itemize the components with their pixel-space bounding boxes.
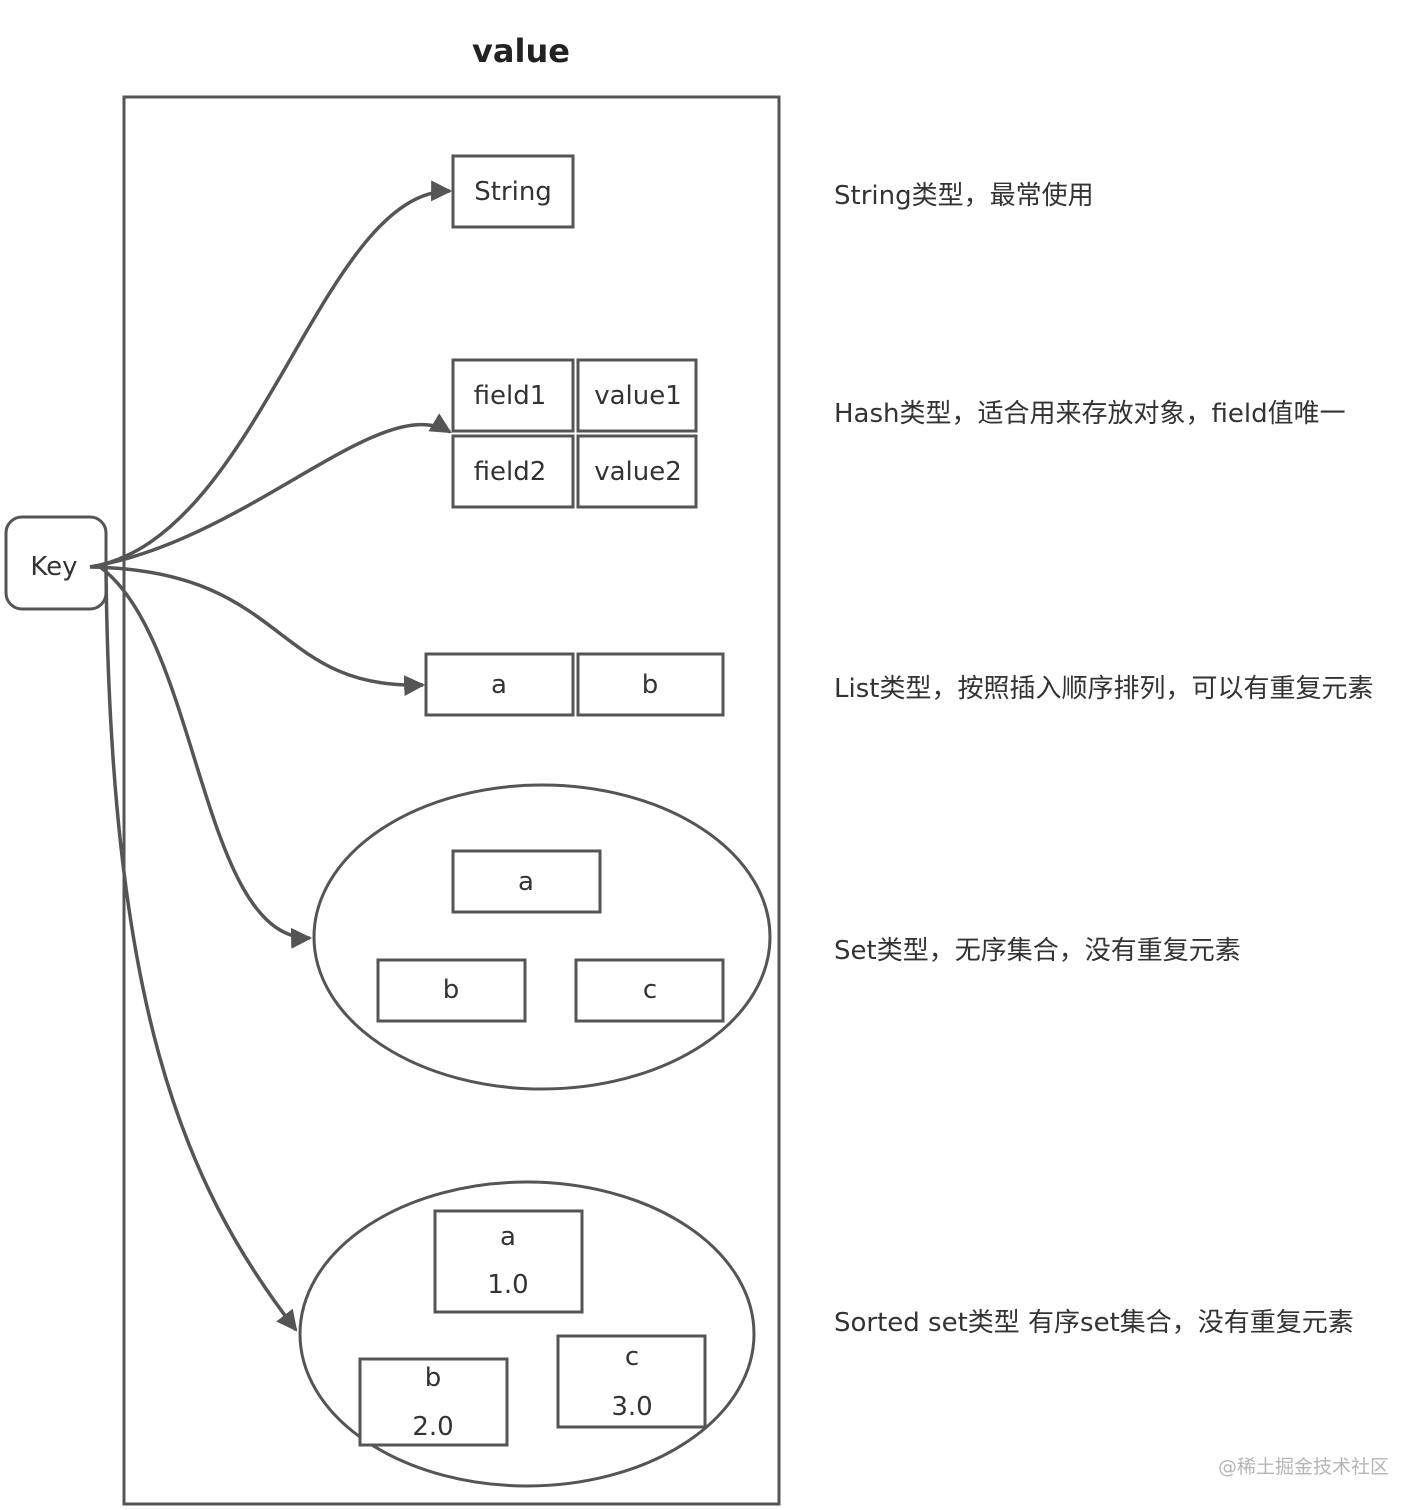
zset-member-cell bbox=[358, 1357, 509, 1447]
set-member-cell bbox=[451, 849, 602, 914]
zset-member-label: c bbox=[625, 1342, 639, 1372]
set-member-label: a bbox=[518, 867, 534, 897]
hash-value-cell bbox=[576, 434, 698, 509]
zset-member-label: a bbox=[500, 1222, 516, 1252]
zset-member-cell bbox=[556, 1334, 707, 1429]
hash-value-label: value2 bbox=[594, 457, 682, 487]
arrow-to-zset bbox=[104, 566, 298, 1332]
zset-member-label: b bbox=[425, 1363, 442, 1393]
list-item-label: a bbox=[491, 670, 507, 700]
set-member-label: b bbox=[443, 975, 460, 1005]
hash-field-cell bbox=[451, 358, 575, 433]
set-member-cell bbox=[574, 958, 725, 1023]
list-item-label: b bbox=[642, 670, 659, 700]
hash-field-label: field2 bbox=[474, 457, 547, 487]
string-cell-label: String bbox=[474, 177, 552, 207]
hash-field-label: field1 bbox=[474, 381, 547, 411]
arrow-to-set bbox=[98, 565, 313, 949]
hash-value-label: value1 bbox=[594, 381, 682, 411]
watermark: @稀土掘金技术社区 bbox=[1218, 1456, 1390, 1478]
arrow-to-list bbox=[89, 565, 426, 697]
set-member-label: c bbox=[643, 975, 657, 1005]
arrow-to-hash bbox=[89, 413, 452, 569]
list-type-note: List类型，按照插入顺序排列，可以有重复元素 bbox=[834, 674, 1374, 704]
hash-field-cell bbox=[451, 434, 575, 509]
zset-score-label: 2.0 bbox=[412, 1412, 453, 1442]
list-cell bbox=[424, 652, 575, 717]
hash-value-cell bbox=[576, 358, 698, 433]
set-type-note: Set类型，无序集合，没有重复元素 bbox=[834, 936, 1241, 966]
zset-type-note: Sorted set类型 有序set集合，没有重复元素 bbox=[834, 1308, 1354, 1338]
arrow-to-string bbox=[89, 180, 453, 569]
diagram-title: value bbox=[472, 32, 570, 70]
set-member-cell bbox=[376, 958, 527, 1023]
set-ellipse bbox=[312, 783, 772, 1091]
zset-score-label: 3.0 bbox=[611, 1392, 652, 1422]
hash-type-note: Hash类型，适合用来存放对象，field值唯一 bbox=[834, 399, 1346, 429]
key-label: Key bbox=[30, 552, 77, 582]
string-cell bbox=[451, 154, 575, 229]
zset-member-cell bbox=[433, 1209, 584, 1314]
value-container bbox=[122, 95, 781, 1506]
list-cell bbox=[576, 652, 725, 717]
zset-score-label: 1.0 bbox=[487, 1270, 528, 1300]
string-type-note: String类型，最常使用 bbox=[834, 181, 1094, 211]
